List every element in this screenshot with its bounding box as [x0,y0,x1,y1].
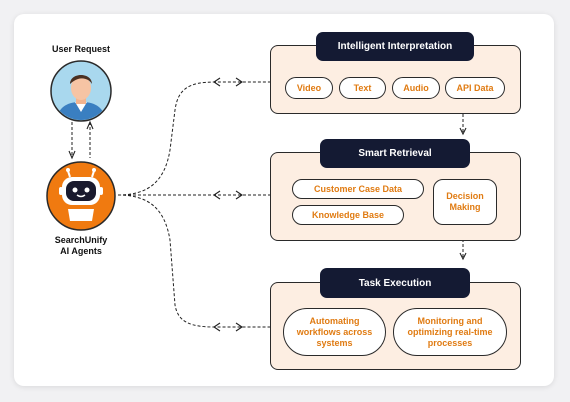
item-video: Video [285,77,333,99]
ai-agent-robot-icon [46,161,116,231]
agent-to-execution-line [117,194,270,328]
arrow-left-exec [213,322,221,332]
agent-label-line2: AI Agents [60,246,102,256]
item-knowledge-base: Knowledge Base [292,205,404,225]
user-request-label: User Request [51,44,111,54]
arrow-right-exec [235,322,243,332]
item-audio: Audio [392,77,440,99]
arrow-right-interp [235,77,243,87]
decision-making-box: Decision Making [433,179,497,225]
interpretation-title: Intelligent Interpretation [316,32,474,61]
item-api-data: API Data [445,77,505,99]
arrow-down-retr [459,127,467,136]
execution-title: Task Execution [320,268,470,298]
arrow-left-interp [213,77,221,87]
retrieval-title: Smart Retrieval [320,139,470,168]
item-customer-case-data: Customer Case Data [292,179,424,199]
agent-label-line1: SearchUnify [54,235,108,245]
arrow-down-exec [459,252,467,261]
user-avatar-icon [50,60,112,122]
item-automating-workflows: Automating workflows across systems [283,308,386,356]
agent-to-interpretation-line [117,81,270,196]
arrow-left-retr [213,190,221,200]
arrow-right-retr [235,190,243,200]
item-monitoring-processes: Monitoring and optimizing real-time proc… [393,308,507,356]
item-text: Text [339,77,386,99]
arrow-up-agent [86,120,94,130]
arrow-down-user [68,150,76,160]
